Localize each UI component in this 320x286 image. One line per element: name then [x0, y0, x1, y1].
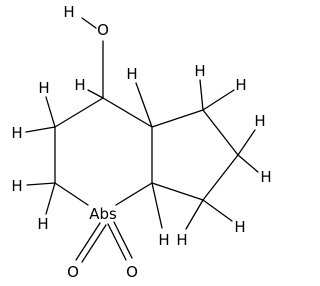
- bond-c7-h2: [185, 199, 204, 230]
- bond-s-c2: [54, 182, 89, 206]
- bond-c2-h1: [26, 182, 56, 186]
- ring-fusion-top-h-label: H: [126, 65, 137, 83]
- bond-c5-h2: [202, 89, 235, 111]
- cp-right-h1-label: H: [254, 112, 265, 130]
- bond-c7a-h: [151, 182, 163, 229]
- bond-c5-c6: [202, 109, 239, 156]
- bond-s-o1b: [81, 224, 107, 263]
- hydroxyl-o-label: O: [97, 21, 109, 39]
- bond-c6-h1: [237, 129, 256, 156]
- ring-fusion-bottom-h-label: H: [158, 231, 169, 249]
- bond-c7-h1: [202, 199, 233, 222]
- bond-c3-h1: [45, 96, 56, 128]
- bond-c6-h2: [237, 154, 259, 173]
- cp-bottom-h1-label: H: [234, 218, 245, 236]
- cp-top-h1-label: H: [194, 62, 205, 80]
- carbinol-h-label: H: [74, 76, 85, 94]
- chemical-structure: H O H H H H H H H H H H H H H Abs O O: [11, 3, 271, 281]
- bond-s-o2a: [107, 223, 127, 261]
- ch2-upper-h1-label: H: [38, 79, 49, 97]
- ch2-upper-h2-label: H: [11, 124, 22, 142]
- sulfone-o1-label: O: [67, 263, 79, 281]
- bond-c6-c7: [202, 154, 239, 201]
- ch2-lower-h1-label: H: [11, 177, 22, 195]
- cp-bottom-h2-label: H: [176, 231, 187, 249]
- bond-c7a-s: [115, 182, 153, 206]
- bond-c3a-h: [135, 82, 153, 128]
- bond-c5-h1: [199, 79, 204, 111]
- bond-c7-c7a: [151, 182, 204, 201]
- ch2-lower-h2-label: H: [37, 215, 48, 233]
- bond-c2-h2: [45, 182, 56, 215]
- bond-c4-c3a: [102, 97, 153, 128]
- bond-s-o1a: [75, 222, 101, 261]
- cp-right-h2-label: H: [260, 168, 271, 186]
- atom-labels: H O H H H H H H H H H H H H H Abs O O: [11, 3, 271, 281]
- bond-o-h: [81, 17, 97, 29]
- hydroxyl-h-label: H: [63, 3, 74, 21]
- sulfur-abs-label: Abs: [89, 205, 117, 223]
- sulfone-o2-label: O: [126, 263, 138, 281]
- bond-c3-c4: [54, 97, 104, 128]
- bonds: [25, 17, 259, 263]
- bond-c3a-c5: [151, 109, 204, 128]
- bond-c3-h2: [25, 126, 56, 133]
- cp-top-h2-label: H: [235, 76, 246, 94]
- bond-s-o2b: [113, 221, 133, 259]
- bond-c4-h: [87, 89, 104, 99]
